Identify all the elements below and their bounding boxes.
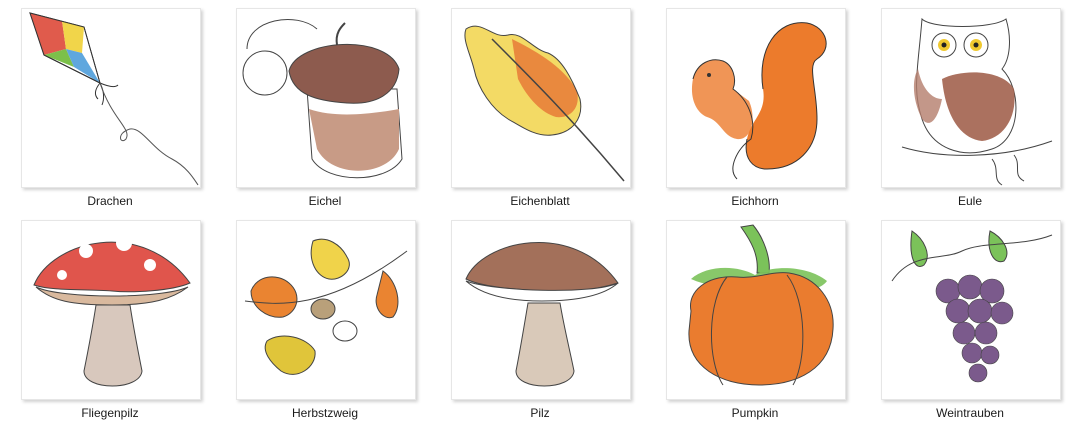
fly-agaric-icon xyxy=(33,235,191,387)
file-label: Eichel xyxy=(308,194,342,208)
file-label: Herbstzweig xyxy=(291,406,359,420)
thumbnail[interactable] xyxy=(21,8,201,188)
thumbnail[interactable] xyxy=(21,220,201,400)
file-label: Eichenblatt xyxy=(510,194,570,208)
file-item-fliegenpilz[interactable]: Fliegenpilz xyxy=(17,220,217,430)
pumpkin-icon xyxy=(688,224,834,386)
file-label: Pilz xyxy=(530,406,550,420)
file-label: Eichhorn xyxy=(731,194,779,208)
mushroom-icon xyxy=(465,241,619,387)
owl-icon xyxy=(901,17,1053,186)
file-item-pilz[interactable]: Pilz xyxy=(447,220,647,430)
oak-leaf-icon xyxy=(464,25,625,182)
file-item-pumpkin[interactable]: Pumpkin xyxy=(662,220,862,430)
file-item-weintrauben[interactable]: Weintrauben xyxy=(877,220,1073,430)
file-label: Fliegenpilz xyxy=(81,406,139,420)
thumbnail[interactable] xyxy=(881,8,1061,188)
file-label: Drachen xyxy=(87,194,133,208)
file-label: Eule xyxy=(957,194,983,208)
squirrel-icon xyxy=(691,22,827,180)
autumn-branch-icon xyxy=(244,238,408,375)
grapes-icon xyxy=(891,230,1053,383)
file-item-eichenblatt[interactable]: Eichenblatt xyxy=(447,8,647,218)
file-label: Pumpkin xyxy=(731,406,779,420)
kite-icon xyxy=(29,12,199,186)
file-item-drachen[interactable]: Drachen xyxy=(17,8,217,218)
thumbnail[interactable] xyxy=(881,220,1061,400)
file-item-eichel[interactable]: Eichel xyxy=(232,8,432,218)
file-label: Weintrauben xyxy=(936,406,1004,420)
thumbnail[interactable] xyxy=(236,8,416,188)
acorn-icon xyxy=(242,18,403,179)
thumbnail[interactable] xyxy=(451,220,631,400)
file-item-eichhorn[interactable]: Eichhorn xyxy=(662,8,862,218)
file-item-eule[interactable]: Eule xyxy=(877,8,1073,218)
thumbnail[interactable] xyxy=(666,8,846,188)
thumbnail[interactable] xyxy=(666,220,846,400)
thumbnail[interactable] xyxy=(451,8,631,188)
file-item-herbstzweig[interactable]: Herbstzweig xyxy=(232,220,432,430)
thumbnail[interactable] xyxy=(236,220,416,400)
